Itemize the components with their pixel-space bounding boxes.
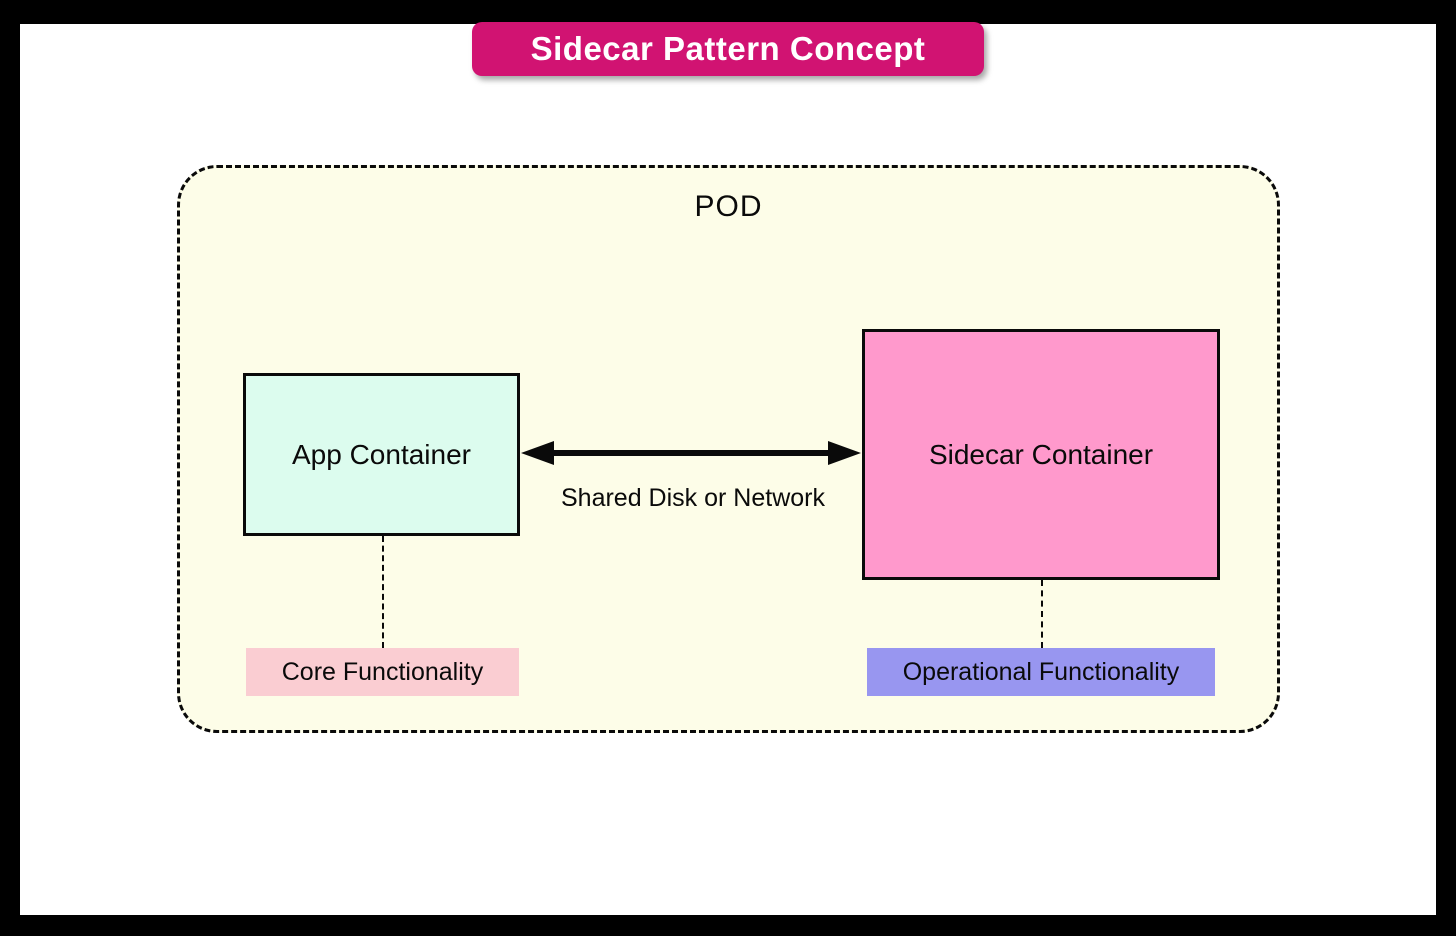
core-functionality-label: Core Functionality bbox=[246, 648, 519, 696]
sidecar-container-box: Sidecar Container bbox=[862, 329, 1220, 580]
double-headed-arrow-icon bbox=[521, 441, 861, 465]
sidecar-container-label: Sidecar Container bbox=[928, 438, 1154, 470]
pod-label: POD bbox=[694, 190, 763, 223]
app-to-core-connector-line bbox=[382, 536, 384, 648]
app-container-label: App Container bbox=[291, 438, 471, 470]
app-container-box: App Container bbox=[243, 373, 520, 536]
connection-label: Shared Disk or Network bbox=[561, 484, 825, 512]
operational-functionality-text: Operational Functionality bbox=[902, 657, 1180, 686]
operational-functionality-label: Operational Functionality bbox=[867, 648, 1215, 696]
sidecar-to-operational-connector-line bbox=[1041, 580, 1043, 648]
title-banner-label: Sidecar Pattern Concept bbox=[530, 30, 926, 67]
title-banner: Sidecar Pattern Concept bbox=[472, 22, 984, 76]
core-functionality-text: Core Functionality bbox=[281, 657, 484, 686]
pod-container: POD App Container Sidecar Container Shar… bbox=[177, 165, 1280, 733]
